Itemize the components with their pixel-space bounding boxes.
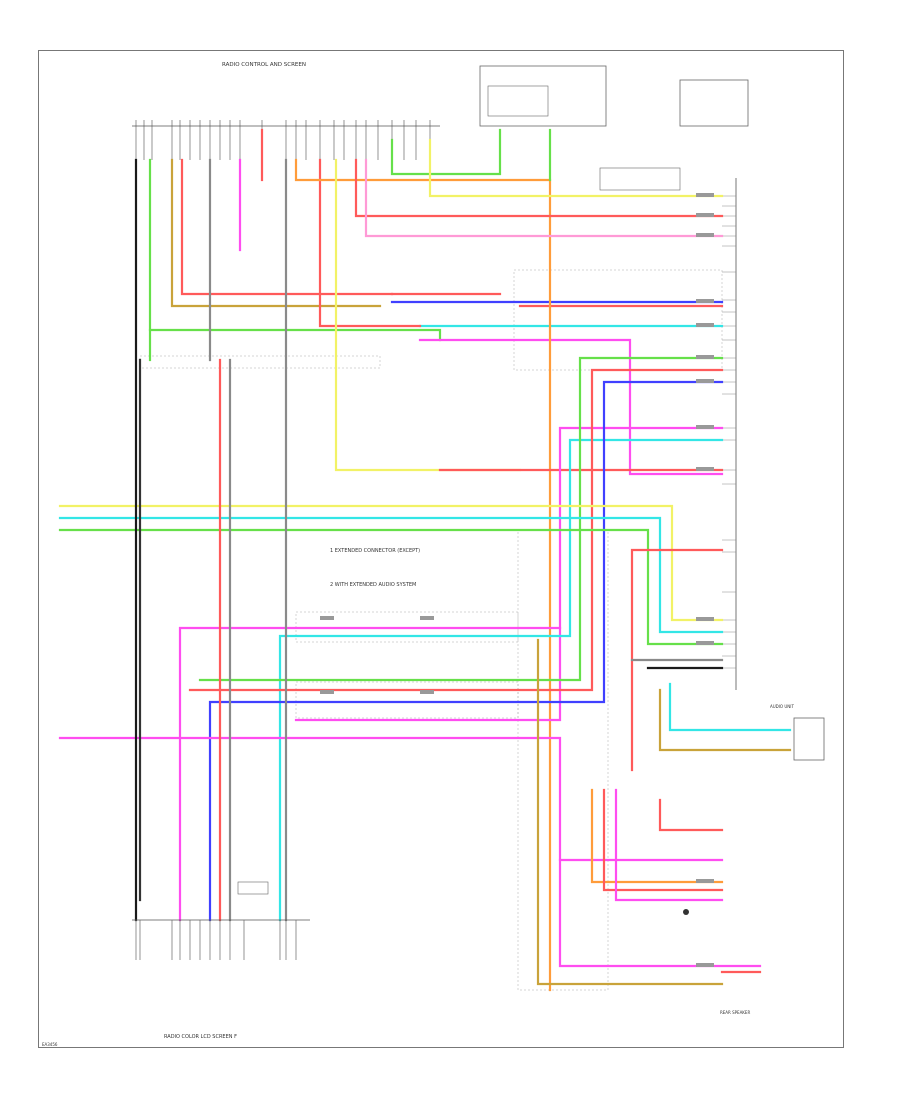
wire-cyan-2: [278, 438, 724, 922]
wire-green-2: [390, 128, 502, 176]
wire-tan-3: [536, 638, 724, 986]
wire-cyan-3: [58, 516, 724, 634]
diagram-code: EA3456: [42, 1042, 58, 1047]
top-module-box: [479, 65, 607, 127]
wire-red-9: [658, 798, 724, 832]
wire-code-labels: [320, 193, 714, 967]
speaker-icon: [683, 909, 689, 915]
wire-tan-1: [170, 158, 382, 308]
wire-pink-8: [558, 858, 762, 968]
wire-pink-3: [364, 158, 724, 238]
wire-pink-4: [294, 426, 724, 722]
relay-box: [599, 167, 681, 191]
wire-cyan-4: [668, 682, 792, 732]
wire-green-5: [58, 528, 724, 646]
wire-pink-6: [58, 736, 724, 862]
wire-red-8: [602, 788, 724, 892]
wire-red-1: [180, 158, 394, 296]
wire-blue-2: [208, 380, 724, 922]
top-right-box: [679, 79, 749, 127]
note-2: 2 WITH EXTENDED AUDIO SYSTEM: [330, 582, 416, 588]
wire-red-4: [354, 158, 724, 218]
wire-orange-1: [294, 158, 552, 992]
audio-unit-label: AUDIO UNIT: [770, 704, 794, 709]
top-connector-label: RADIO CONTROL AND SCREEN: [222, 62, 306, 68]
wire-red-3: [318, 158, 422, 328]
audio-unit-box: [793, 717, 825, 761]
bottom-connector-pins: [135, 920, 297, 960]
wire-pink-2: [418, 338, 724, 476]
bottom-relay: [237, 881, 269, 895]
wire-tan-2: [658, 688, 792, 752]
bottom-connector-label: RADIO COLOR LCD SCREEN F: [164, 1034, 237, 1040]
wire-pink-7: [614, 788, 724, 902]
wire-red-2: [390, 292, 724, 308]
wire-pink-5: [178, 626, 562, 922]
top-module-inner: [487, 85, 549, 117]
wire-yellow-1: [428, 138, 724, 198]
internal-box-e: [295, 681, 519, 719]
wire-bundle: [58, 128, 792, 992]
diagram-frame: [38, 50, 844, 1048]
wire-orange-2: [590, 788, 724, 884]
right-connector-pins: [722, 195, 736, 669]
wire-green-1: [148, 158, 442, 342]
rear-speaker-label: REAR SPEAKER: [720, 1010, 750, 1015]
note-1: 1 EXTENDED CONNECTOR (EXCEPT): [330, 548, 420, 554]
wire-red-7: [630, 548, 724, 772]
